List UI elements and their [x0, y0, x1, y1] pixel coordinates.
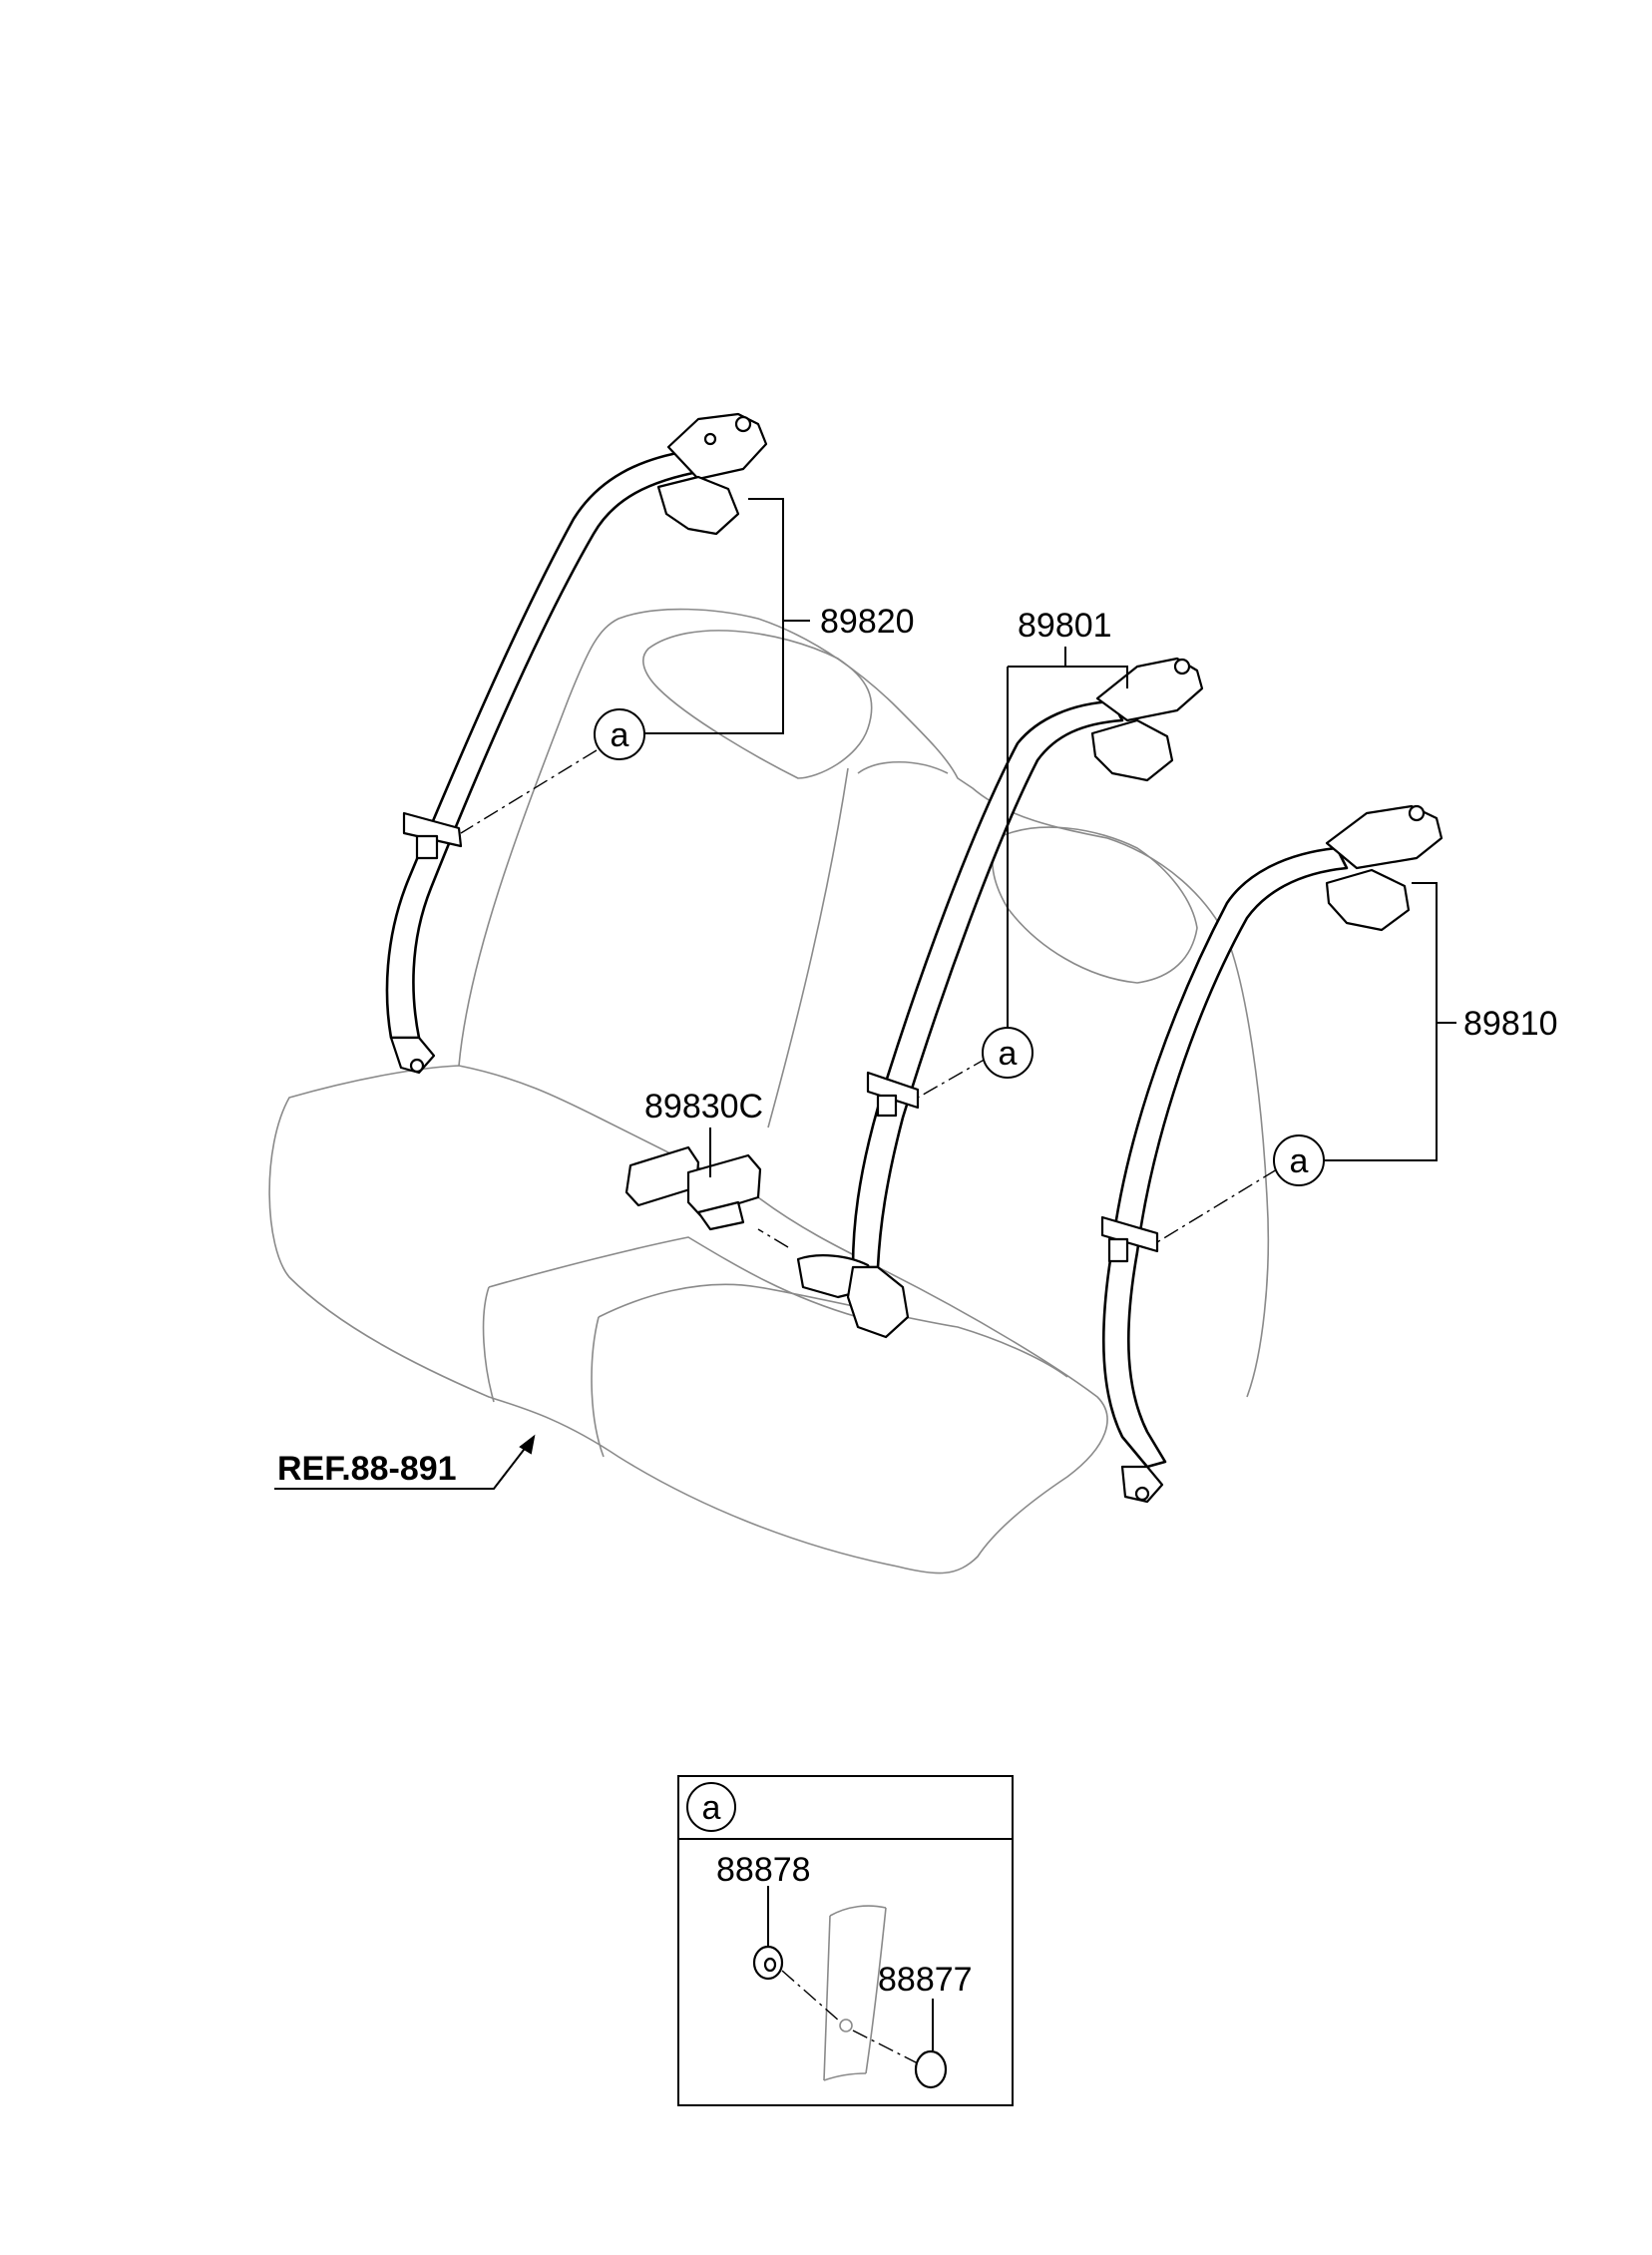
buckle-assembly [624, 1145, 762, 1231]
part-label-89830c: 89830C [644, 1088, 763, 1126]
part-label-89820: 89820 [820, 603, 915, 641]
detail-reference-lines [460, 749, 1278, 1248]
reference-label: REF.88-891 [277, 1450, 457, 1488]
part-label-89810: 89810 [1463, 1005, 1558, 1043]
svg-text:a: a [1290, 1142, 1309, 1180]
center-seat-belt-assembly [796, 657, 1204, 1339]
detail-marker-right: a [1273, 1134, 1325, 1186]
svg-text:a: a [611, 716, 629, 754]
right-seat-belt-assembly [1100, 804, 1444, 1504]
part-label-88877: 88877 [878, 1961, 973, 1999]
detail-box-marker: a [702, 1789, 721, 1827]
leader-lines [274, 498, 1456, 1490]
detail-box-a: a 88878 88877 [677, 1775, 1014, 2106]
part-label-89801: 89801 [1018, 607, 1112, 645]
left-seat-belt-assembly [385, 412, 768, 1075]
detail-marker-center: a [982, 1027, 1033, 1079]
detail-marker-left: a [594, 708, 645, 760]
svg-text:a: a [999, 1035, 1018, 1073]
part-label-88878: 88878 [716, 1851, 811, 1889]
